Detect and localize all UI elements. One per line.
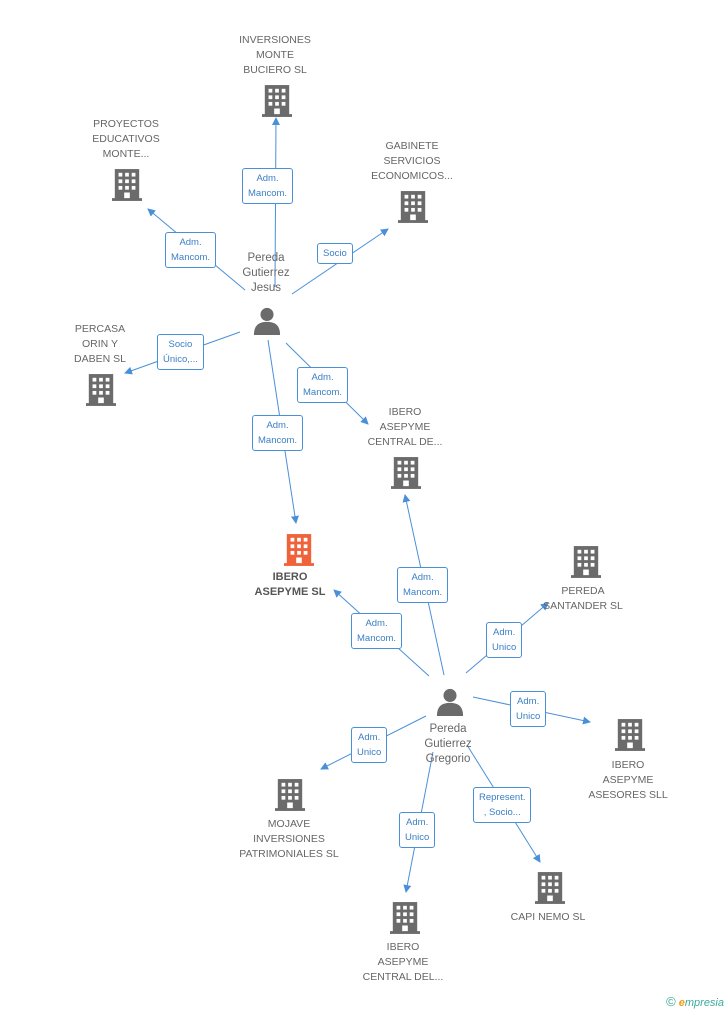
brand-logo-text: mpresia (684, 997, 724, 1009)
company-label-ibero_main[interactable]: IBERO ASEPYME SL (254, 571, 326, 598)
person-label-jesus[interactable]: Pereda Gutierrez Jesus (242, 252, 290, 294)
company-label-gabinete[interactable]: GABINETE SERVICIOS ECONOMICOS... (371, 140, 453, 182)
building-icon[interactable] (391, 457, 421, 489)
building-icon[interactable] (390, 902, 420, 934)
edge-label-gregorio-to-pereda_santander[interactable]: Adm. Unico (486, 622, 523, 658)
edge-label-jesus-to-ibero_main[interactable]: Adm. Mancom. (252, 415, 304, 451)
company-label-mojave[interactable]: MOJAVE INVERSIONES PATRIMONIALES SL (239, 818, 339, 860)
person-icon[interactable] (436, 688, 464, 716)
company-label-inversiones_monte[interactable]: INVERSIONES MONTE BUCIERO SL (239, 34, 311, 76)
building-icon[interactable] (262, 85, 292, 117)
person-icon[interactable] (253, 307, 281, 335)
edge-label-gregorio-to-capi_nemo[interactable]: Represent. , Socio... (473, 787, 532, 823)
edge-label-jesus-to-gabinete[interactable]: Socio (317, 243, 353, 264)
edge-label-gregorio-to-ibero_main[interactable]: Adm. Mancom. (351, 613, 403, 649)
company-label-ibero_central_2[interactable]: IBERO ASEPYME CENTRAL DEL... (362, 941, 444, 983)
building-icon[interactable] (535, 872, 565, 904)
copyright-symbol: © (666, 994, 676, 1009)
person-label-gregorio[interactable]: Pereda Gutierrez Gregorio (424, 723, 472, 765)
company-label-ibero_central_1[interactable]: IBERO ASEPYME CENTRAL DE... (367, 406, 443, 448)
edge-label-jesus-to-inversiones_monte[interactable]: Adm. Mancom. (242, 168, 294, 204)
company-label-proyectos[interactable]: PROYECTOS EDUCATIVOS MONTE... (92, 118, 160, 160)
building-icon[interactable] (615, 719, 645, 751)
building-icon[interactable] (275, 779, 305, 811)
edge-label-gregorio-to-ibero_central_2[interactable]: Adm. Unico (399, 812, 436, 848)
building-icon[interactable] (86, 374, 116, 406)
company-label-percasa[interactable]: PERCASA ORIN Y DABEN SL (74, 323, 126, 365)
edge-label-gregorio-to-mojave[interactable]: Adm. Unico (351, 727, 388, 763)
edge-label-jesus-to-percasa[interactable]: Socio Único,... (157, 334, 204, 370)
footer-brand: ©empresia (666, 994, 724, 1009)
brand-logo-e: e (678, 997, 685, 1009)
edge-label-gregorio-to-ibero_asesores[interactable]: Adm. Unico (510, 691, 547, 727)
edge-label-jesus-to-proyectos[interactable]: Adm. Mancom. (165, 232, 217, 268)
building-icon[interactable] (398, 191, 428, 223)
building-icon[interactable] (284, 534, 314, 566)
company-label-pereda_santander[interactable]: PEREDA SANTANDER SL (543, 585, 623, 612)
building-icon[interactable] (571, 546, 601, 578)
company-label-ibero_asesores[interactable]: IBERO ASEPYME ASESORES SLL (588, 759, 668, 801)
building-icon[interactable] (112, 169, 142, 201)
company-label-capi_nemo[interactable]: CAPI NEMO SL (510, 911, 586, 923)
edge-label-jesus-to-ibero_central_1[interactable]: Adm. Mancom. (297, 367, 349, 403)
edge-label-gregorio-to-ibero_central_1[interactable]: Adm. Mancom. (397, 567, 449, 603)
